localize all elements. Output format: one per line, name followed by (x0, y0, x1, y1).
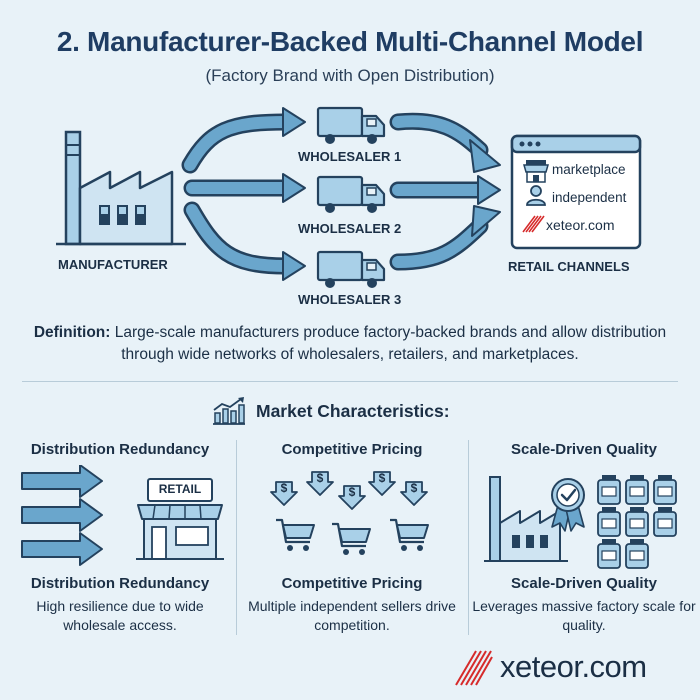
quality-badge-icon (551, 478, 585, 532)
store-icon (523, 160, 549, 183)
price-drop-icon: $ (306, 471, 334, 496)
column-title-pricing: Competitive Pricing (281, 575, 423, 592)
price-drop-icon: $ (270, 481, 298, 506)
xeteor-logo-mark-small (522, 215, 545, 233)
brand-logo: xeteor.com (452, 644, 647, 690)
column-divider (236, 440, 237, 635)
pricing-illustration: $ $ $ $ $ (270, 471, 429, 555)
column-heading-pricing: Competitive Pricing (281, 441, 423, 458)
manufacturer-label: MANUFACTURER (58, 257, 168, 272)
truck-icon (316, 250, 386, 288)
wholesaler-label: WHOLESALER 1 (298, 149, 402, 164)
distribution-diagram (56, 106, 642, 288)
truck-icon (316, 106, 386, 144)
column-desc-pricing: Multiple independent sellers drive compe… (248, 598, 456, 633)
svg-text:$: $ (281, 481, 288, 495)
growth-chart-icon (213, 397, 245, 425)
shopping-cart-icon (332, 522, 371, 555)
svg-text:$: $ (411, 481, 418, 495)
arrow-icon (21, 498, 103, 532)
product-bottles-icon (597, 475, 677, 569)
xeteor-logo-mark (455, 650, 493, 686)
retail-item-xeteor: xeteor.com (546, 217, 615, 233)
price-drop-icon: $ (368, 471, 396, 496)
quality-illustration (484, 475, 677, 569)
column-heading-quality: Scale-Driven Quality (511, 441, 657, 458)
retail-item-marketplace: marketplace (552, 162, 626, 177)
truck-icon (316, 175, 386, 213)
svg-text:$: $ (379, 471, 386, 485)
brand-logo-text: xeteor.com (500, 649, 647, 684)
shopping-cart-icon (276, 518, 315, 551)
retail-channels-label: RETAIL CHANNELS (508, 259, 630, 274)
column-heading-distribution: Distribution Redundancy (30, 441, 210, 458)
price-drop-icon: $ (338, 485, 366, 510)
column-title-quality: Scale-Driven Quality (511, 575, 657, 592)
arrow-icon (21, 465, 103, 498)
column-title-distribution: Distribution Redundancy (30, 575, 210, 592)
definition-body: Large-scale manufacturers produce factor… (114, 324, 667, 363)
shopping-cart-icon (390, 518, 429, 551)
market-characteristics-header: Market Characteristics: (212, 397, 450, 425)
arrow-icon (21, 532, 103, 566)
definition-label: Definition: (33, 324, 111, 341)
svg-text:$: $ (317, 471, 324, 485)
svg-text:$: $ (349, 485, 356, 499)
price-drop-icon: $ (400, 481, 428, 506)
factory-icon (56, 130, 186, 246)
retail-store-illustration (21, 465, 224, 566)
page-subtitle: (Factory Brand with Open Distribution) (205, 66, 495, 85)
retail-item-independent: independent (552, 190, 627, 205)
wholesaler-label: WHOLESALER 2 (298, 221, 402, 236)
column-desc-distribution: High resilience due to wide wholesale ac… (36, 598, 204, 633)
section-divider (22, 381, 678, 382)
page-title: 2. Manufacturer-Backed Multi-Channel Mod… (56, 26, 644, 57)
wholesaler-label: WHOLESALER 3 (298, 292, 402, 307)
storefront-icon (136, 478, 224, 560)
market-characteristics-title: Market Characteristics: (256, 400, 450, 421)
column-desc-quality: Leverages massive factory scale for qual… (472, 598, 696, 633)
retail-sign-text: RETAIL (158, 482, 202, 496)
factory-icon (484, 476, 568, 562)
user-icon (526, 185, 546, 206)
definition-text: Definition: Large-scale manufacturers pr… (20, 322, 680, 366)
column-divider (468, 440, 469, 635)
